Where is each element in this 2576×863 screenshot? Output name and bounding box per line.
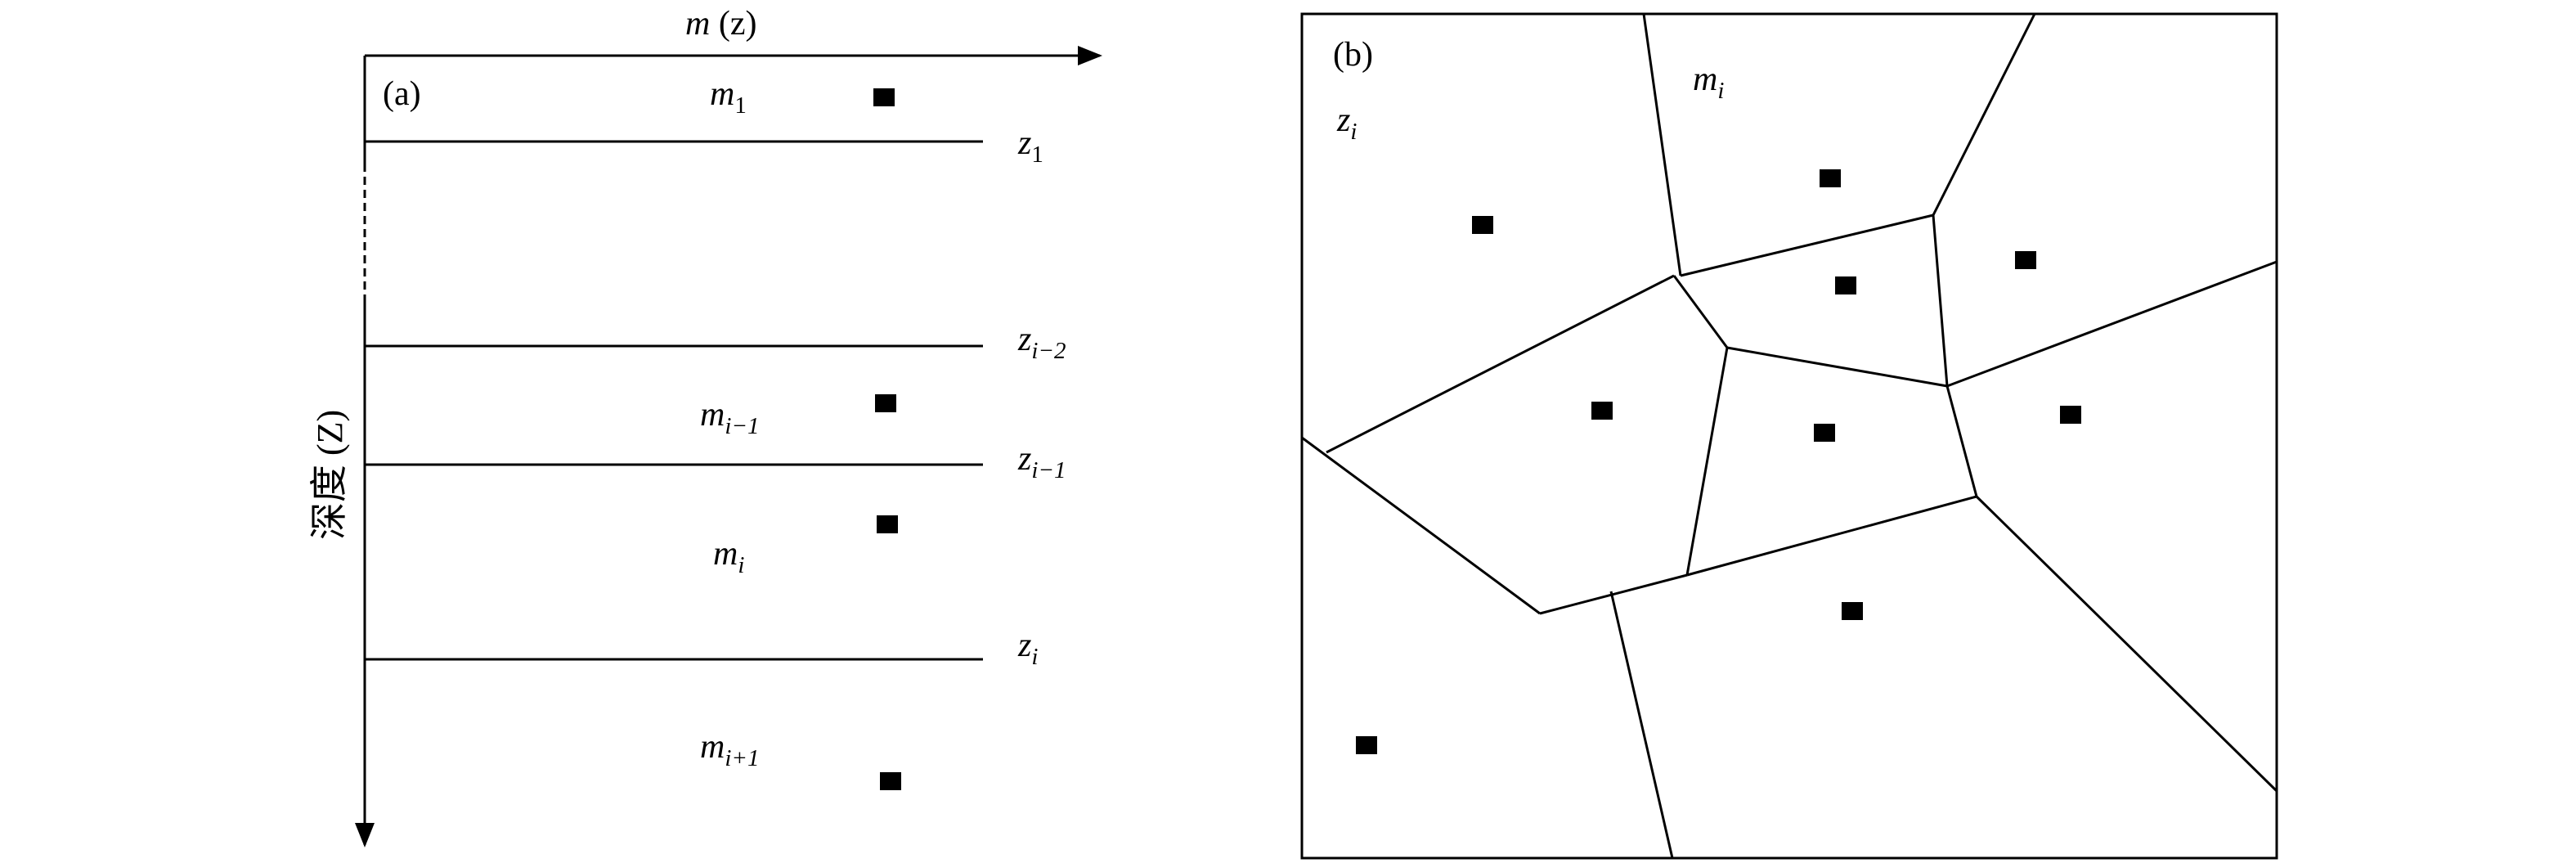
nucleus-marker: [877, 515, 898, 533]
panel-b: (b) zi mi: [1300, 12, 2278, 860]
y-axis-label: 深度 (Z): [307, 410, 351, 540]
nucleus-marker: [875, 394, 896, 412]
cell-nucleus: [2060, 406, 2081, 424]
layer-label: mi+1: [700, 728, 759, 771]
cell-nucleus: [1820, 169, 1841, 187]
depth-label: zi: [1017, 627, 1038, 670]
x-axis-label: m (z): [685, 5, 756, 43]
depth-label: z1: [1017, 124, 1043, 168]
layer-label: mi−1: [700, 396, 759, 439]
depth-label: zi−1: [1017, 440, 1066, 483]
cell-nucleus: [1472, 216, 1493, 234]
cell-nucleus: [1356, 736, 1377, 754]
cell-nucleus: [2015, 251, 2036, 269]
cell-nucleus: [1814, 424, 1835, 442]
cell-nucleus: [1835, 276, 1856, 294]
layer-label: mi: [713, 535, 744, 578]
depth-label: zi−2: [1017, 321, 1066, 364]
cell-depth-label: zi: [1336, 101, 1357, 145]
layer-label: m1: [710, 75, 747, 119]
voronoi-edges: [1301, 13, 2278, 859]
nucleus-marker: [880, 772, 901, 790]
cell-property-label: mi: [1693, 61, 1724, 104]
cell-nucleus: [1842, 602, 1863, 620]
panel-b-tag: (b): [1333, 36, 1373, 74]
panel-b-frame: [1300, 12, 2278, 860]
cell-nucleus: [1591, 402, 1613, 420]
nucleus-marker: [873, 88, 895, 106]
panel-a-tag: (a): [383, 75, 421, 113]
panel-a: (a) m (z) 深度 (Z) z1 zi−2 zi−1 zi m1 mi−1…: [307, 5, 1102, 847]
